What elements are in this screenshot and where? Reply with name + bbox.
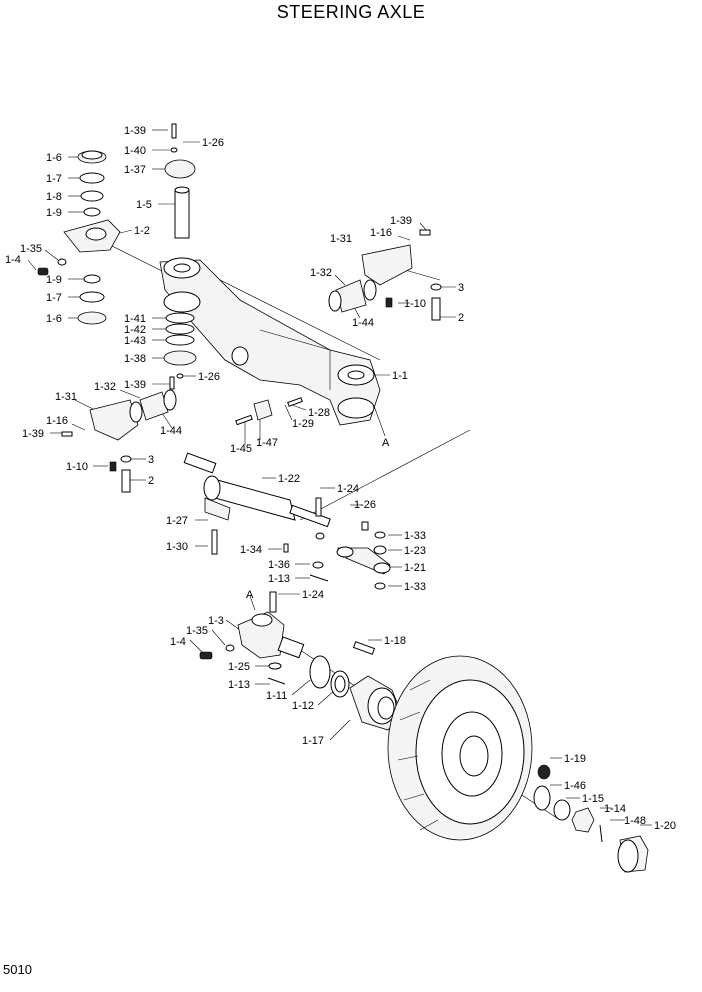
callout-1-10: 1-10 bbox=[404, 298, 426, 310]
wheel-cap-parts bbox=[533, 764, 649, 873]
callout-1-16: 1-16 bbox=[46, 415, 68, 427]
beam-bolts bbox=[235, 397, 303, 426]
callout-A: A bbox=[382, 437, 390, 449]
callout-1-43: 1-43 bbox=[124, 335, 146, 347]
callout-1-9: 1-9 bbox=[46, 274, 62, 286]
callout-1-2: 1-2 bbox=[134, 225, 150, 237]
callout-1-30: 1-30 bbox=[166, 541, 188, 553]
callout-1-33: 1-33 bbox=[404, 530, 426, 542]
callout-1-44: 1-44 bbox=[160, 425, 182, 437]
callout-1-12: 1-12 bbox=[292, 700, 314, 712]
page-number: 5010 bbox=[3, 962, 32, 977]
callout-1-41: 1-41 bbox=[124, 313, 146, 325]
callout-1-7: 1-7 bbox=[46, 173, 62, 185]
callout-1-1: 1-1 bbox=[392, 370, 408, 382]
callout-1-11: 1-11 bbox=[266, 690, 287, 702]
callout-3: 3 bbox=[458, 282, 464, 294]
callout-A: A bbox=[246, 589, 254, 601]
steering-cylinder bbox=[183, 452, 331, 582]
callout-1-19: 1-19 bbox=[564, 753, 586, 765]
callout-1-6: 1-6 bbox=[46, 152, 62, 164]
callout-1-32: 1-32 bbox=[94, 381, 116, 393]
callout-2: 2 bbox=[148, 475, 154, 487]
callout-1-36: 1-36 bbox=[268, 559, 290, 571]
hub-assembly bbox=[309, 641, 403, 731]
spring-stack bbox=[163, 312, 197, 390]
link-arm bbox=[336, 521, 391, 590]
callout-1-23: 1-23 bbox=[404, 545, 426, 557]
callout-1-10: 1-10 bbox=[66, 461, 88, 473]
callout-1-28: 1-28 bbox=[308, 407, 330, 419]
callout-1-39: 1-39 bbox=[124, 125, 146, 137]
callout-1-18: 1-18 bbox=[384, 635, 406, 647]
page-title: STEERING AXLE bbox=[276, 2, 426, 22]
steering-knuckle bbox=[199, 591, 305, 685]
callout-1-13: 1-13 bbox=[268, 573, 290, 585]
callout-1-39: 1-39 bbox=[22, 428, 44, 440]
callout-1-8: 1-8 bbox=[46, 191, 62, 203]
callout-1-5: 1-5 bbox=[136, 199, 152, 211]
callout-1-31: 1-31 bbox=[330, 233, 352, 245]
callout-1-39: 1-39 bbox=[124, 379, 146, 391]
callout-1-26: 1-26 bbox=[202, 137, 224, 149]
callout-1-24: 1-24 bbox=[302, 589, 324, 601]
callout-1-38: 1-38 bbox=[124, 353, 146, 365]
callout-1-33: 1-33 bbox=[404, 581, 426, 593]
callout-1-4: 1-4 bbox=[5, 254, 21, 266]
callout-1-31: 1-31 bbox=[55, 391, 77, 403]
callout-1-3: 1-3 bbox=[208, 615, 224, 627]
callout-1-47: 1-47 bbox=[256, 437, 278, 449]
callout-1-32: 1-32 bbox=[310, 267, 332, 279]
callout-1-46: 1-46 bbox=[564, 780, 586, 792]
callout-1-17: 1-17 bbox=[302, 735, 324, 747]
axle-beam bbox=[159, 257, 381, 426]
callout-1-6: 1-6 bbox=[46, 313, 62, 325]
callout-1-26: 1-26 bbox=[198, 371, 220, 383]
callout-1-13: 1-13 bbox=[228, 679, 250, 691]
right-mount-upper bbox=[328, 229, 442, 321]
callout-1-27: 1-27 bbox=[166, 515, 188, 527]
callout-1-42: 1-42 bbox=[124, 324, 146, 336]
callout-1-26: 1-26 bbox=[354, 499, 376, 511]
callout-1-9: 1-9 bbox=[46, 207, 62, 219]
callout-1-45: 1-45 bbox=[230, 443, 252, 455]
callout-1-21: 1-21 bbox=[404, 562, 426, 574]
callout-1-34: 1-34 bbox=[240, 544, 262, 556]
callout-1-24: 1-24 bbox=[337, 483, 359, 495]
callout-1-25: 1-25 bbox=[228, 661, 250, 673]
callout-1-7: 1-7 bbox=[46, 292, 62, 304]
callout-1-35: 1-35 bbox=[20, 243, 42, 255]
callout-1-14: 1-14 bbox=[604, 803, 626, 815]
callout-1-15: 1-15 bbox=[582, 793, 604, 805]
callout-labels: 1-39 1-40 1-26 1-37 1-6 1-7 1-8 1-9 1-5 … bbox=[5, 125, 676, 832]
callout-1-44: 1-44 bbox=[352, 317, 374, 329]
callout-3: 3 bbox=[148, 454, 154, 466]
callout-1-39: 1-39 bbox=[390, 215, 412, 227]
callout-1-37: 1-37 bbox=[124, 164, 146, 176]
top-plate-pin bbox=[164, 123, 196, 239]
upper-kingpin-stack bbox=[37, 150, 121, 325]
callout-1-48: 1-48 bbox=[624, 815, 646, 827]
callout-1-35: 1-35 bbox=[186, 625, 208, 637]
callout-1-22: 1-22 bbox=[278, 473, 300, 485]
callout-1-20: 1-20 bbox=[654, 820, 676, 832]
callout-1-16: 1-16 bbox=[370, 227, 392, 239]
callout-1-4: 1-4 bbox=[170, 636, 186, 648]
tire-wheel bbox=[387, 655, 533, 841]
left-mount-lower bbox=[61, 389, 177, 493]
callout-1-29: 1-29 bbox=[292, 418, 314, 430]
callout-1-40: 1-40 bbox=[124, 145, 146, 157]
callout-2: 2 bbox=[458, 312, 464, 324]
